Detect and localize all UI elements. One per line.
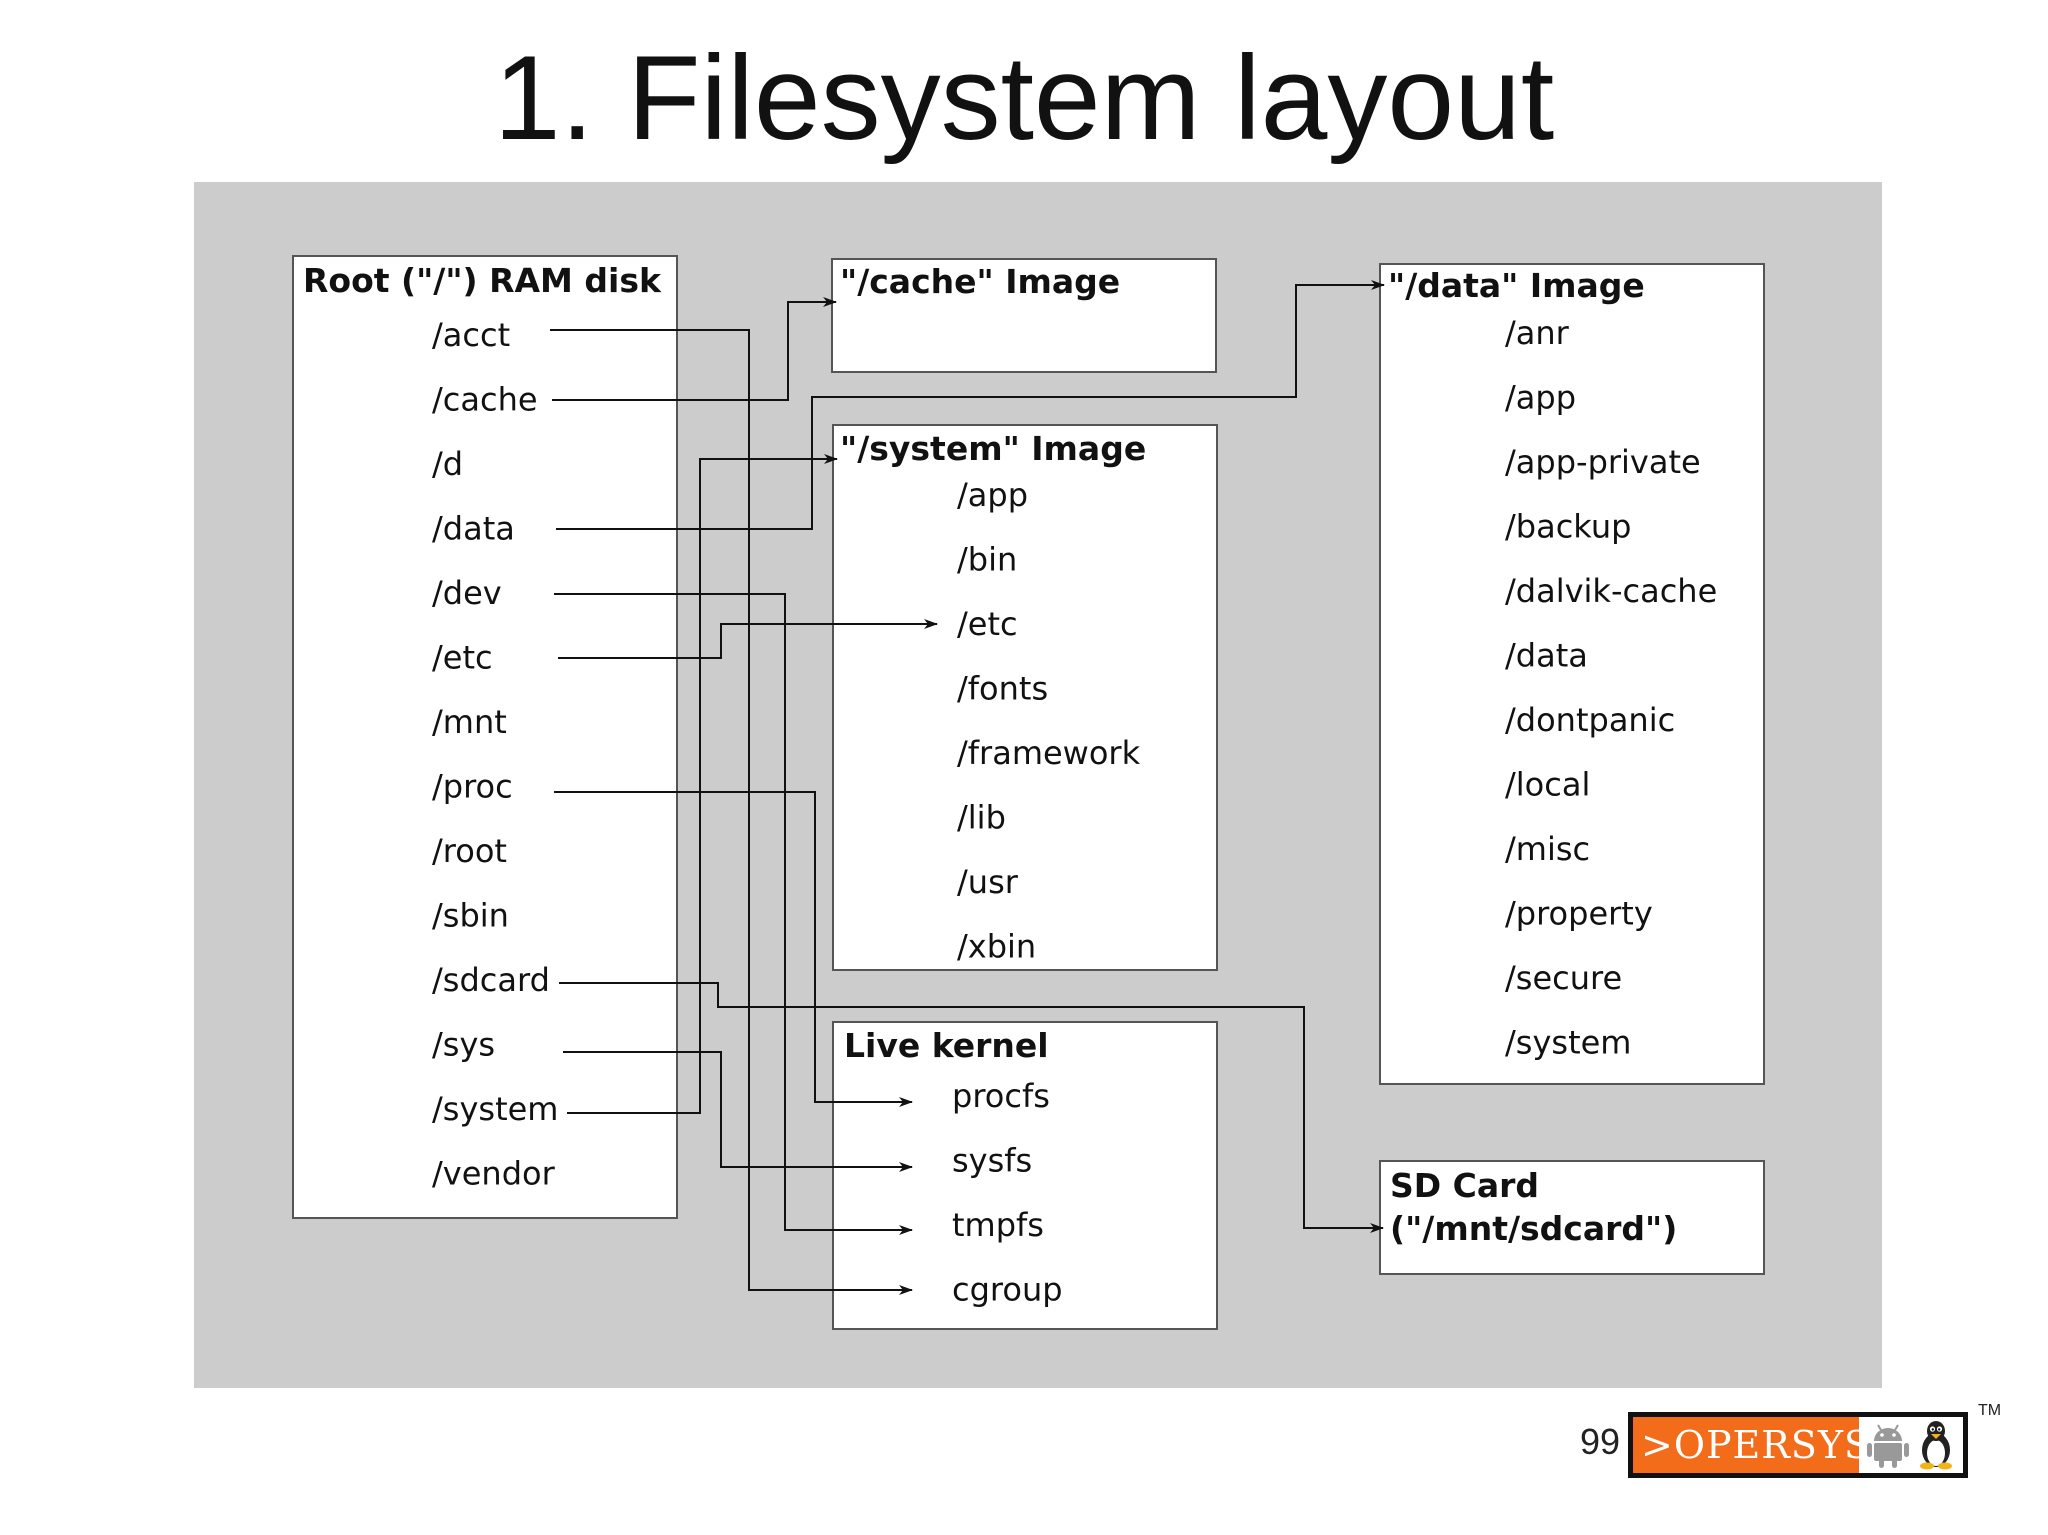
sdcard-box-title-line2: ("/mnt/sdcard") (1390, 1209, 1677, 1248)
kernel-item-sysfs: sysfs (952, 1142, 1032, 1180)
root-item-d: /d (432, 445, 463, 483)
data-item-backup: /backup (1505, 508, 1631, 546)
root-item-etc: /etc (432, 639, 493, 677)
data-box-title: "/data" Image (1388, 266, 1645, 305)
system-item-usr: /usr (957, 863, 1019, 901)
root-item-root: /root (432, 832, 507, 870)
link-proc-to-procfs (554, 791, 913, 1107)
slide-title: 1. Filesystem layout (493, 31, 1555, 165)
root-item-dev: /dev (432, 574, 502, 612)
opersys-logo: >OPERSYS (1628, 1412, 1968, 1478)
system-image-box (832, 424, 1218, 971)
system-box-title: "/system" Image (840, 429, 1146, 468)
android-icon (1866, 1424, 1909, 1468)
data-item-dontpanic: /dontpanic (1505, 701, 1675, 739)
root-item-mnt: /mnt (432, 703, 507, 741)
logo-icons (1859, 1417, 1963, 1473)
data-item-misc: /misc (1505, 830, 1590, 868)
live-kernel-box (832, 1021, 1218, 1330)
data-image-box (1379, 263, 1765, 1085)
link-etc-to-system-etc (558, 619, 938, 659)
data-item-dalvik-cache: /dalvik-cache (1505, 572, 1717, 610)
kernel-item-cgroup: cgroup (952, 1271, 1063, 1309)
link-cache-to-cache-image (552, 297, 837, 401)
root-item-data: /data (432, 510, 515, 548)
root-item-sdcard: /sdcard (432, 961, 550, 999)
trademark-symbol: TM (1978, 1402, 2002, 1419)
root-item-acct: /acct (432, 316, 510, 354)
logo-text: >OPERSYS (1633, 1417, 1870, 1473)
data-item-anr: /anr (1505, 314, 1570, 352)
link-system-to-system-image (567, 454, 838, 1114)
system-item-xbin: /xbin (957, 928, 1036, 966)
cache-box-title: "/cache" Image (840, 262, 1120, 301)
data-item-data: /data (1505, 637, 1588, 675)
root-item-vendor: /vendor (432, 1155, 556, 1193)
system-item-lib: /lib (957, 799, 1006, 837)
link-acct-to-cgroup (550, 329, 913, 1295)
system-item-framework: /framework (957, 734, 1141, 772)
data-item-secure: /secure (1505, 959, 1622, 997)
kernel-item-tmpfs: tmpfs (952, 1206, 1044, 1244)
cache-image-box (831, 258, 1217, 373)
link-sys-to-sysfs (563, 1051, 913, 1172)
root-box-title: Root ("/") RAM disk (303, 261, 662, 300)
data-item-system: /system (1505, 1024, 1631, 1062)
system-item-fonts: /fonts (957, 670, 1048, 708)
system-item-app: /app (957, 476, 1028, 514)
data-item-local: /local (1505, 766, 1590, 804)
root-item-cache: /cache (432, 381, 538, 419)
kernel-item-procfs: procfs (952, 1077, 1050, 1115)
data-item-app: /app (1505, 379, 1576, 417)
tux-penguin-icon (1919, 1421, 1952, 1470)
data-item-app-private: /app-private (1505, 443, 1701, 481)
sdcard-box (1379, 1160, 1765, 1275)
page-number: 99 (1579, 1421, 1620, 1462)
root-item-sbin: /sbin (432, 897, 509, 935)
link-sdcard-to-sdcard (559, 982, 1384, 1233)
sdcard-box-title-line1: SD Card (1390, 1166, 1539, 1205)
data-item-property: /property (1505, 895, 1653, 933)
root-ramdisk-box (292, 255, 678, 1219)
system-item-etc: /etc (957, 605, 1018, 643)
root-item-system: /system (432, 1090, 558, 1128)
root-item-proc: /proc (432, 768, 513, 806)
link-data-to-data-image (556, 280, 1385, 530)
kernel-box-title: Live kernel (844, 1026, 1049, 1065)
root-item-sys: /sys (432, 1026, 495, 1064)
system-item-bin: /bin (957, 541, 1017, 579)
link-dev-to-tmpfs (554, 593, 913, 1235)
